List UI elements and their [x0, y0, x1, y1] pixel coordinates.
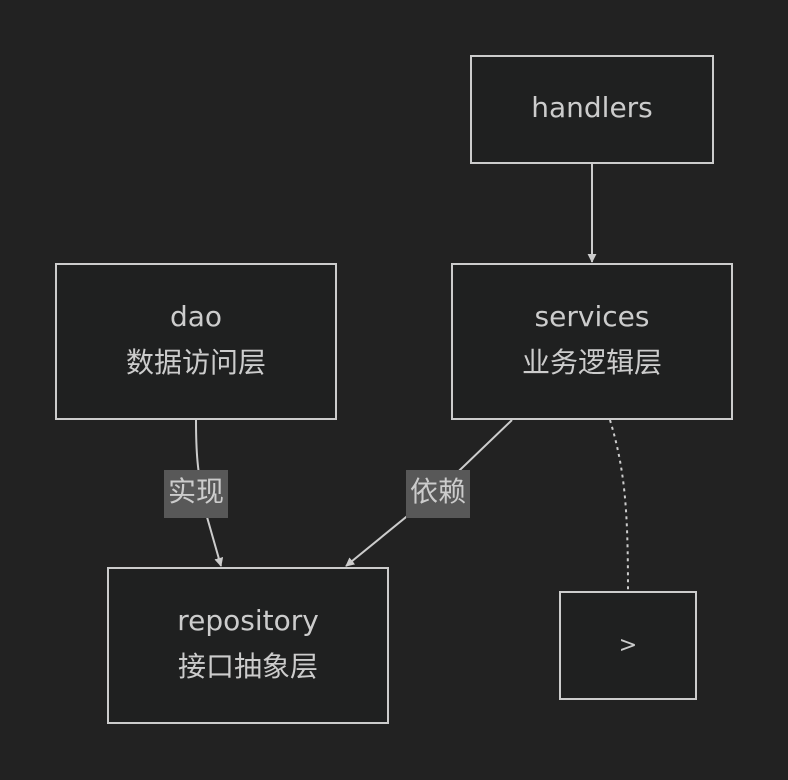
node-services-subtitle: 业务逻辑层: [522, 346, 662, 379]
edge-label-text: 实现: [168, 475, 224, 508]
node-repository-subtitle: 接口抽象层: [178, 650, 318, 683]
edge-label-text: 依赖: [410, 475, 466, 508]
node-services-title: services: [535, 300, 650, 333]
edge-label-implements: 实现: [164, 470, 228, 518]
node-handlers[interactable]: handlers: [470, 55, 714, 164]
node-more[interactable]: >: [559, 591, 697, 700]
node-repository-title: repository: [177, 604, 319, 637]
edge-services-to-more: [609, 419, 629, 593]
node-dao-subtitle: 数据访问层: [126, 346, 266, 379]
node-repository[interactable]: repository 接口抽象层: [107, 567, 389, 724]
node-handlers-title: handlers: [531, 91, 653, 124]
node-more-label: >: [619, 633, 637, 658]
node-dao-title: dao: [170, 300, 222, 333]
edge-line-dotted: [609, 419, 629, 593]
node-services[interactable]: services 业务逻辑层: [451, 263, 733, 420]
edge-label-depends: 依赖: [406, 470, 470, 518]
node-dao[interactable]: dao 数据访问层: [55, 263, 337, 420]
